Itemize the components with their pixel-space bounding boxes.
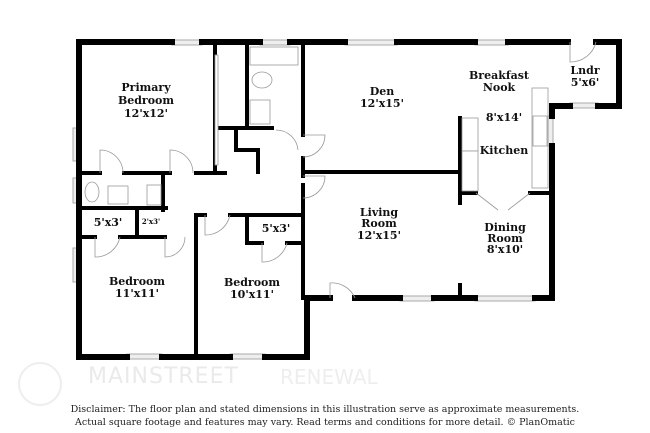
room-label-laundry: Lndr bbox=[570, 64, 599, 77]
disclaimer-line-2: Actual square footage and features may v… bbox=[75, 417, 575, 428]
room-label-bedroom-3: Bedroom bbox=[224, 276, 280, 289]
disclaimer-line-1: Disclaimer: The floor plan and stated di… bbox=[70, 404, 580, 415]
room-label-primary-bedroom: Primary bbox=[121, 81, 171, 94]
fixtures bbox=[84, 46, 549, 206]
toilet bbox=[84, 181, 100, 203]
kitchen-counter bbox=[461, 117, 479, 152]
room-dims-closet-left: 5'x3' bbox=[94, 216, 123, 229]
room-dims-dining-room: 8'x10' bbox=[487, 243, 523, 256]
room-label-breakfast-nook: Breakfast bbox=[469, 69, 530, 82]
watermark-text: MAINSTREET bbox=[88, 364, 239, 389]
room-label-dining-room: Dining bbox=[484, 221, 526, 234]
closet-sliding-door bbox=[214, 54, 219, 166]
bathtub bbox=[249, 46, 299, 66]
room-dims-primary-bedroom: 12'x12' bbox=[124, 107, 168, 120]
toilet bbox=[251, 71, 273, 89]
room-dims-living-room: 12'x15' bbox=[357, 229, 401, 242]
watermark-logo-icon bbox=[18, 362, 62, 406]
doors bbox=[94, 41, 597, 299]
room-label-dining-room-2: Room bbox=[487, 232, 523, 245]
bathroom-sink bbox=[249, 99, 271, 125]
watermark-text-2: RENEWAL bbox=[280, 365, 378, 389]
room-labels: Primary Bedroom 12'x12' Den 12'x15' Brea… bbox=[94, 64, 600, 301]
room-dims-closet-right: 5'x3' bbox=[262, 222, 291, 235]
room-dims-bedroom-3: 10'x11' bbox=[230, 288, 274, 301]
kitchen-counter bbox=[461, 150, 479, 192]
room-dims-den: 12'x15' bbox=[360, 97, 404, 110]
room-dims-closet-small: 2'x3' bbox=[142, 217, 160, 226]
room-label-den: Den bbox=[370, 85, 395, 98]
room-dims-laundry: 5'x6' bbox=[571, 76, 600, 89]
room-label-living-room-2: Room bbox=[361, 217, 397, 230]
kitchen-sink bbox=[532, 115, 548, 147]
shower bbox=[146, 184, 162, 206]
exterior-walls bbox=[76, 39, 622, 360]
room-label-bedroom-2: Bedroom bbox=[109, 275, 165, 288]
room-dims-bedroom-2: 11'x11' bbox=[115, 287, 159, 300]
room-label-kitchen: Kitchen bbox=[480, 144, 529, 157]
room-label-breakfast-nook-2: Nook bbox=[483, 81, 516, 94]
room-label-primary-bedroom-2: Bedroom bbox=[118, 94, 174, 107]
bathroom-sink bbox=[107, 185, 129, 205]
room-dims-breakfast-nook: 8'x14' bbox=[486, 111, 522, 124]
room-label-living-room: Living bbox=[360, 206, 398, 219]
